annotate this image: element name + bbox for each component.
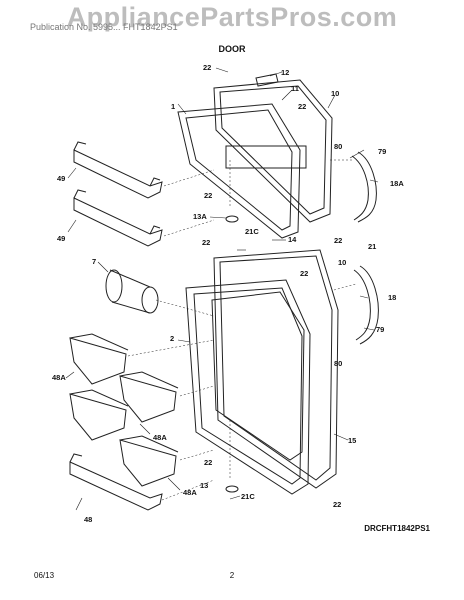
callout-48: 48 xyxy=(84,515,92,524)
callout-22: 22 xyxy=(204,191,212,200)
callout-7: 7 xyxy=(92,257,96,266)
callout-22: 22 xyxy=(298,102,306,111)
callout-2: 2 xyxy=(170,334,174,343)
diagram-code: DRCFHT1842PS1 xyxy=(364,524,430,533)
hinge-13 xyxy=(225,485,239,493)
projection-lines xyxy=(127,159,357,501)
door-bin-48a-mid-left xyxy=(69,389,129,441)
callout-labels: 22 12 1 11 10 22 49 80 79 18A 22 13A 21C… xyxy=(52,63,404,524)
section-title: DOOR xyxy=(218,44,246,54)
callout-14: 14 xyxy=(288,235,297,244)
callout-49: 49 xyxy=(57,234,65,243)
callout-22: 22 xyxy=(202,238,210,247)
callout-15: 15 xyxy=(348,436,356,445)
callout-18a: 18A xyxy=(390,179,404,188)
footer-date: 06/13 xyxy=(34,571,55,580)
hinge-13a xyxy=(225,215,239,223)
callout-79: 79 xyxy=(378,147,386,156)
leader-lines xyxy=(65,67,379,511)
door-bin-48a-mid-right xyxy=(119,371,179,423)
callout-80: 80 xyxy=(334,359,342,368)
freezer-door-outer xyxy=(213,79,333,223)
callout-12: 12 xyxy=(281,68,289,77)
callout-11: 11 xyxy=(291,84,299,93)
callout-21c: 21C xyxy=(241,492,255,501)
callout-18: 18 xyxy=(388,293,396,302)
callout-13a: 13A xyxy=(193,212,207,221)
door-shelf-49-upper xyxy=(73,141,163,199)
callout-10: 10 xyxy=(338,258,346,267)
callout-21c: 21C xyxy=(245,227,259,236)
fresh-food-door-gasket xyxy=(185,279,311,495)
callout-48a: 48A xyxy=(52,373,66,382)
callout-48a: 48A xyxy=(183,488,197,497)
callout-80: 80 xyxy=(334,142,342,151)
door-bin-48a-low-right xyxy=(119,435,179,487)
handle-18 xyxy=(353,265,379,345)
dairy-can-7 xyxy=(105,269,159,314)
callout-79: 79 xyxy=(376,325,384,334)
callout-10: 10 xyxy=(331,89,339,98)
door-shelf-49-lower xyxy=(73,189,163,247)
fresh-food-door-outer xyxy=(213,249,339,489)
callout-22: 22 xyxy=(334,236,342,245)
callout-22: 22 xyxy=(300,269,308,278)
model-line: Publication No. 5995... FHT1842PS1 xyxy=(30,22,178,32)
handle-18a xyxy=(351,151,377,223)
callout-22: 22 xyxy=(333,500,341,509)
watermark-logo: AppliancePartsPros.com xyxy=(66,2,398,32)
door-bin-48a-top-left xyxy=(69,333,129,385)
callout-22: 22 xyxy=(203,63,211,72)
footer-page-number: 2 xyxy=(229,571,235,580)
door-shelf-48 xyxy=(69,453,163,511)
callout-49: 49 xyxy=(57,174,65,183)
callout-22: 22 xyxy=(204,458,212,467)
callout-48a: 48A xyxy=(153,433,167,442)
fresh-food-door-liner xyxy=(211,291,305,461)
label-12 xyxy=(255,73,279,87)
callout-1: 1 xyxy=(171,102,175,111)
callout-13: 13 xyxy=(200,481,208,490)
callout-21: 21 xyxy=(368,242,376,251)
freezer-door-gasket xyxy=(177,103,301,239)
